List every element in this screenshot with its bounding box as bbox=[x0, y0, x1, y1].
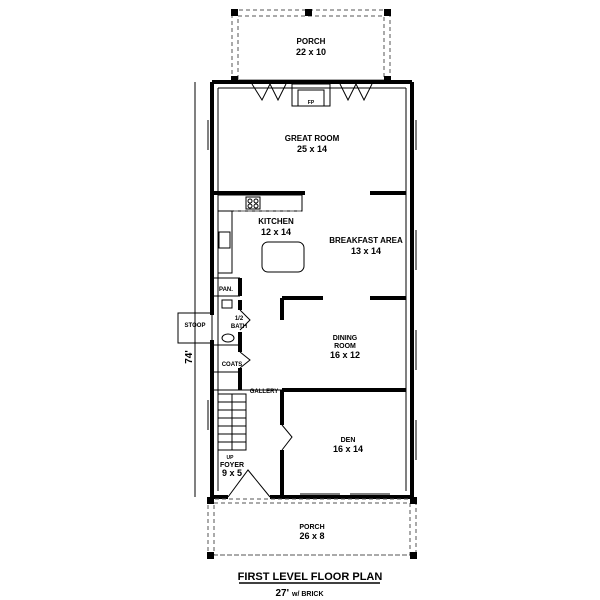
half-bath-label-2: BATH bbox=[231, 324, 247, 330]
service-column bbox=[212, 277, 282, 391]
stairs bbox=[217, 393, 247, 451]
depth-label: 74' bbox=[184, 350, 195, 364]
great-room-size: 25 x 14 bbox=[297, 144, 327, 154]
great-room-label: GREAT ROOM bbox=[285, 134, 340, 143]
dining-label-2: ROOM bbox=[334, 343, 356, 350]
foyer-size: 9 x 5 bbox=[222, 468, 242, 478]
den-size: 16 x 14 bbox=[333, 444, 363, 454]
rear-porch-label: PORCH bbox=[297, 37, 326, 46]
kitchen-counters bbox=[212, 191, 305, 274]
stairs-up-label: UP bbox=[227, 455, 235, 461]
kitchen-label: KITCHEN bbox=[258, 217, 294, 226]
width-note: w/ BRICK bbox=[291, 591, 324, 598]
gallery-label: GALLERY bbox=[250, 389, 278, 395]
dining-size: 16 x 12 bbox=[330, 350, 360, 360]
fireplace bbox=[291, 83, 331, 107]
breakfast-label: BREAKFAST AREA bbox=[329, 236, 403, 245]
dining-label-1: DINING bbox=[333, 335, 358, 342]
kitchen-size: 12 x 14 bbox=[261, 227, 291, 237]
stoop-label: STOOP bbox=[185, 323, 206, 329]
width-label: 27' bbox=[275, 588, 289, 599]
front-porch-label: PORCH bbox=[299, 524, 324, 531]
plan-title: FIRST LEVEL FLOOR PLAN bbox=[238, 571, 383, 583]
coats-label: COATS bbox=[222, 362, 243, 368]
rear-porch-size: 22 x 10 bbox=[296, 47, 326, 57]
pantry-label: PAN. bbox=[219, 287, 233, 293]
front-porch-size: 26 x 8 bbox=[299, 531, 324, 541]
den-label: DEN bbox=[341, 437, 356, 444]
exterior-walls bbox=[210, 80, 414, 499]
front-porch bbox=[207, 497, 417, 559]
rear-doors bbox=[251, 83, 373, 102]
foyer-label: FOYER bbox=[220, 462, 244, 469]
front-door bbox=[227, 469, 271, 498]
half-bath-label-1: 1/2 bbox=[235, 316, 244, 322]
breakfast-size: 13 x 14 bbox=[351, 246, 381, 256]
fireplace-label: FP bbox=[308, 100, 315, 106]
rear-porch bbox=[231, 9, 391, 83]
side-windows bbox=[207, 120, 417, 495]
interior-walls bbox=[280, 191, 406, 497]
